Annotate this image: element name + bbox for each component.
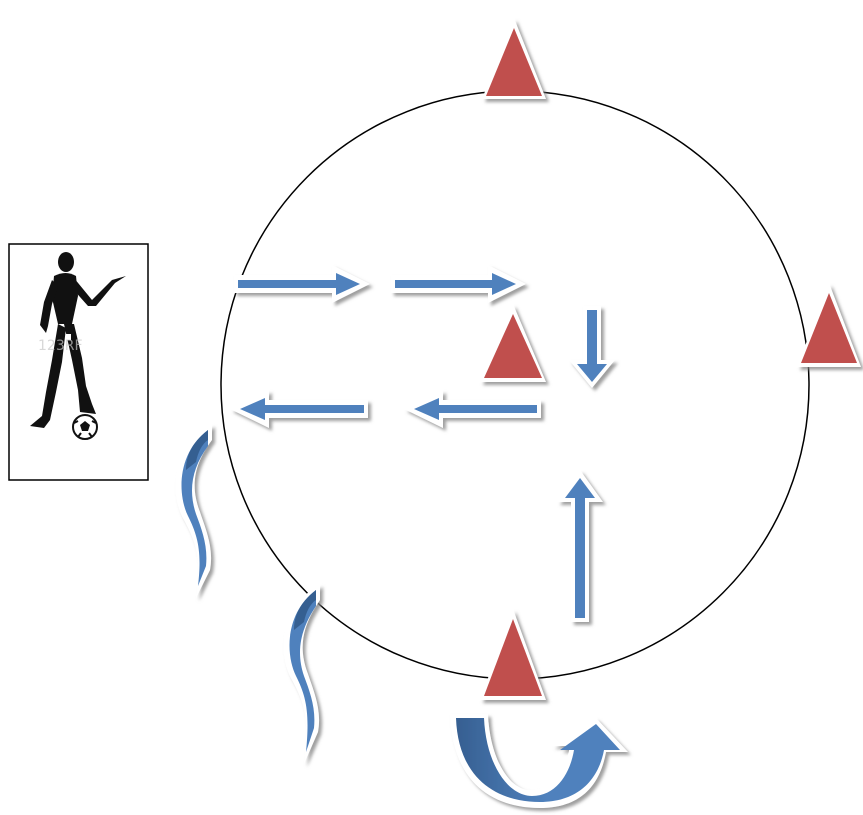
curved-arrow-left-2 [283, 584, 320, 764]
cone-center [480, 304, 546, 382]
u-turn-arrow [450, 714, 628, 808]
arrow-down [569, 306, 615, 388]
cone-right [797, 283, 861, 367]
arrow-left-1 [404, 390, 541, 428]
soccer-ball-icon [72, 414, 98, 440]
cone-bottom [480, 609, 546, 700]
arrow-right-2 [391, 265, 526, 303]
cone-top [482, 18, 546, 99]
soccer-player-icon [30, 252, 126, 428]
arrow-left-2 [230, 390, 368, 428]
player-card: 123RF [8, 243, 149, 481]
watermark-text: 123RF [38, 338, 83, 354]
arrow-right-1 [234, 265, 370, 303]
curved-arrow-left-1 [175, 424, 212, 598]
drill-circle [220, 90, 810, 680]
arrow-up [557, 470, 603, 622]
